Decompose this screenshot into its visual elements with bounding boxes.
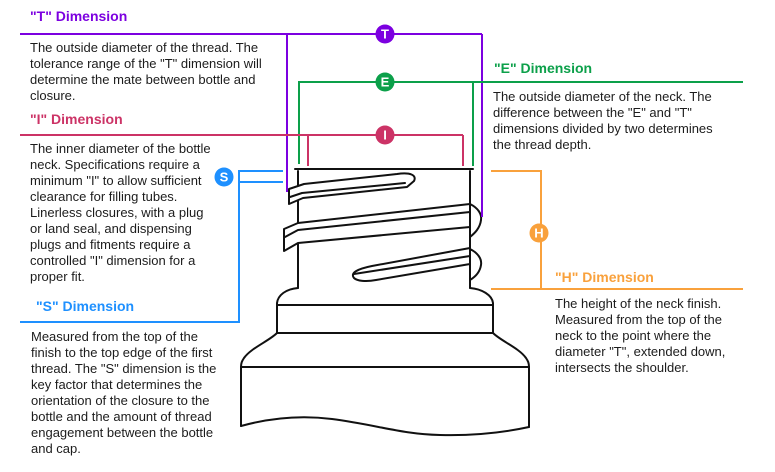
shoulder-left [240,332,278,368]
i-badge-letter: I [383,128,387,143]
s-badge-letter: S [220,170,229,185]
thread-middle [283,203,471,252]
h-dimension-heading: "H" Dimension [555,269,654,285]
s-dimension-heading: "S" Dimension [36,298,135,314]
s-badge-circle [214,167,234,187]
thread-upper-crest [289,182,406,198]
shoulder-right [492,332,530,368]
i-badge-circle [375,125,395,145]
h-badge-circle [529,223,549,243]
e-badge-circle [375,72,395,92]
collar-left [276,287,299,334]
thread-wrap-right-upper [469,203,483,238]
t-badge-circle [375,24,395,44]
dimension-lines [20,33,743,323]
e-dimension-description: The outside diameter of the neck. The di… [493,89,713,152]
bottle-neck-drawing [240,168,530,437]
collar-right [469,287,494,334]
h-badge-letter: H [534,226,543,241]
thread-lower-crest [353,255,471,275]
body-break-line [240,416,530,437]
thread-middle-crest [284,211,471,238]
e-dimension-heading: "E" Dimension [494,60,593,76]
thread-wrap-right-lower [469,248,483,281]
t-dimension-heading: "T" Dimension [30,8,128,24]
t-dimension-line [20,33,483,217]
t-dimension-description: The outside diameter of the thread. The … [30,40,262,103]
i-dimension-description: The inner diameter of the bottle neck. S… [30,141,211,284]
i-dimension-heading: "I" Dimension [30,111,123,127]
h-dimension-line [491,170,743,290]
dimension-badges: T E I S H [214,24,549,243]
h-dimension-description: The height of the neck finish. Measured … [555,296,726,375]
t-badge-letter: T [381,27,389,42]
s-dimension-line [20,170,283,323]
s-dimension-description: Measured from the top of the finish to t… [31,329,217,456]
e-dimension-line [298,81,743,166]
e-badge-letter: E [381,75,390,90]
